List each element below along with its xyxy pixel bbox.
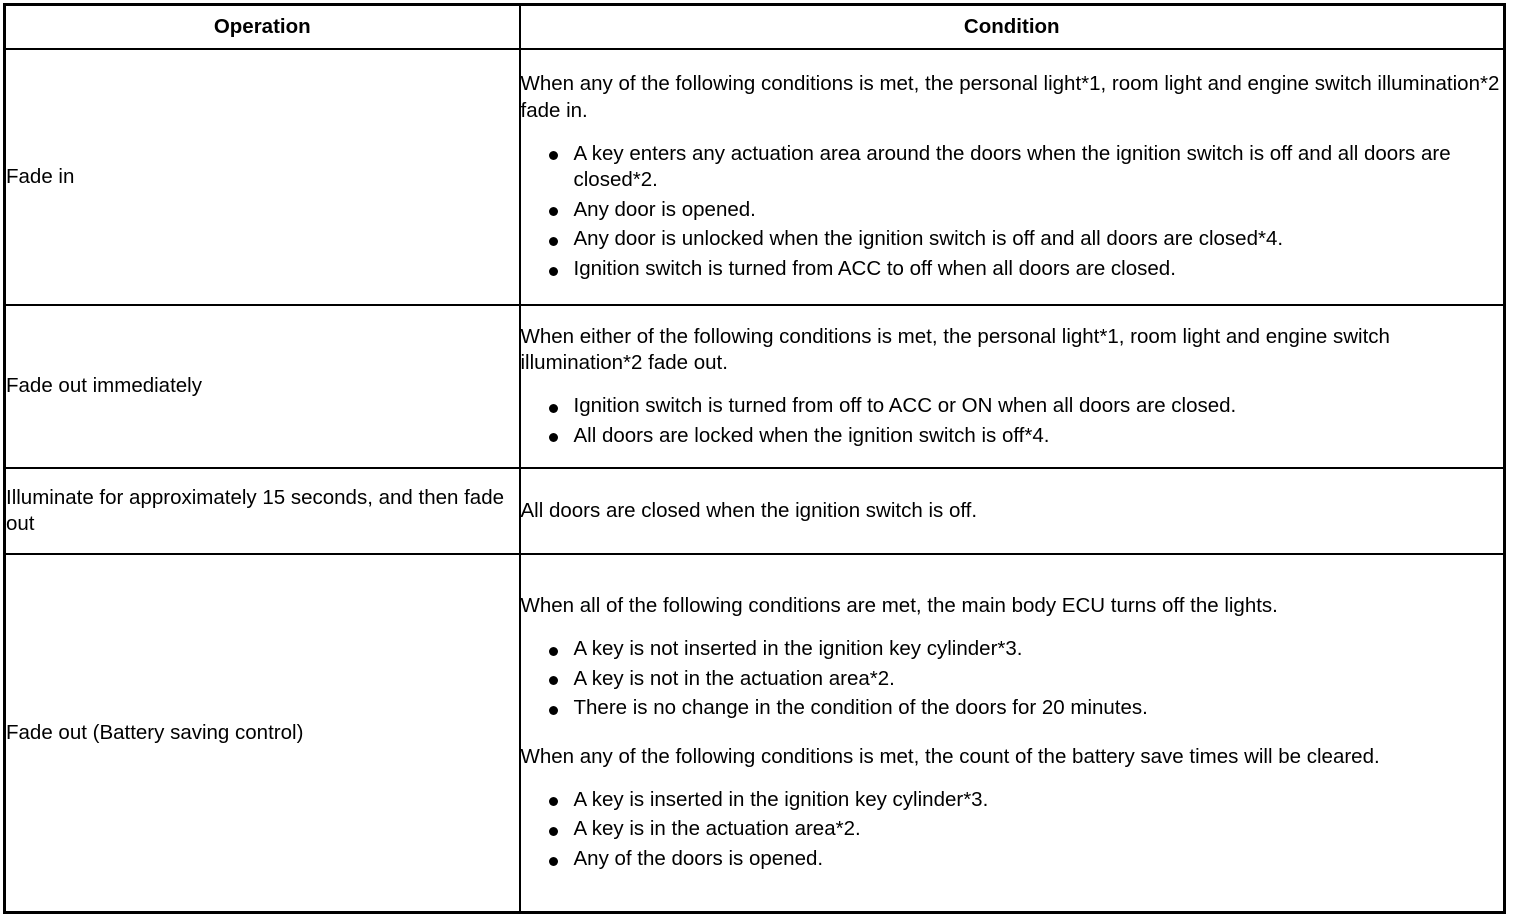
condition-bullet-list: Ignition switch is turned from off to AC… <box>521 393 1504 449</box>
list-item-text: A key is not in the actuation area*2. <box>573 666 895 690</box>
list-item-text: A key is in the actuation area*2. <box>573 817 861 841</box>
bullet-icon <box>548 646 558 656</box>
bullet-icon <box>548 266 558 276</box>
list-item: Any door is opened. <box>547 197 1504 224</box>
operation-cell: Fade in <box>3 48 521 306</box>
list-item: Ignition switch is turned from off to AC… <box>547 393 1504 420</box>
condition-intro-text-secondary: When any of the following conditions is … <box>520 745 1380 768</box>
operation-label: Illuminate for approximately 15 seconds,… <box>6 485 504 535</box>
bullet-icon <box>548 207 558 217</box>
table-row: Illuminate for approximately 15 seconds,… <box>3 467 1506 555</box>
spec-table-container: Operation Condition Fade in When any of … <box>3 3 1506 914</box>
list-item-text: Ignition switch is turned from off to AC… <box>573 394 1237 417</box>
condition-intro-text: All doors are closed when the ignition s… <box>520 498 978 522</box>
condition-intro-text: When all of the following conditions are… <box>520 594 1278 618</box>
header-row: Operation Condition <box>3 3 1506 50</box>
column-header-condition: Condition <box>518 3 1506 50</box>
table-header: Operation Condition <box>3 3 1506 50</box>
list-item-text: Any door is unlocked when the ignition s… <box>573 227 1284 251</box>
bullet-icon <box>548 403 558 413</box>
condition-cell: All doors are closed when the ignition s… <box>518 467 1506 555</box>
list-item: Any of the doors is opened. <box>547 846 1504 873</box>
bullet-icon <box>548 826 558 836</box>
list-item-text: There is no change in the condition of t… <box>573 696 1148 720</box>
operation-label: Fade in <box>6 164 75 188</box>
bullet-icon <box>548 151 558 161</box>
bullet-icon <box>548 856 558 866</box>
list-item-text: A key is inserted in the ignition key cy… <box>573 787 989 811</box>
condition-bullet-list-secondary: A key is inserted in the ignition key cy… <box>521 787 1504 873</box>
condition-cell: When either of the following conditions … <box>518 304 1506 469</box>
bullet-icon <box>548 433 558 443</box>
list-item: A key is not inserted in the ignition ke… <box>547 636 1504 663</box>
operation-cell: Illuminate for approximately 15 seconds,… <box>3 467 521 555</box>
bullet-icon <box>548 797 558 807</box>
list-item: A key enters any actuation area around t… <box>547 141 1504 194</box>
list-item-text: A key enters any actuation area around t… <box>573 141 1451 192</box>
bullet-icon <box>548 676 558 686</box>
operation-cell: Fade out immediately <box>3 304 521 469</box>
list-item: Ignition switch is turned from ACC to of… <box>547 256 1504 283</box>
operation-label: Fade out immediately <box>6 374 202 398</box>
operation-label: Fade out (Battery saving control) <box>6 720 304 744</box>
condition-cell: When any of the following conditions is … <box>518 48 1506 306</box>
list-item: There is no change in the condition of t… <box>547 695 1504 722</box>
condition-intro-text: When either of the following conditions … <box>520 324 1390 375</box>
list-item-text: A key is not inserted in the ignition ke… <box>573 637 1023 661</box>
list-item-text: Ignition switch is turned from ACC to of… <box>573 257 1176 281</box>
operation-cell: Fade out (Battery saving control) <box>3 553 521 914</box>
column-header-operation: Operation <box>3 3 521 50</box>
condition-bullet-list: A key is not inserted in the ignition ke… <box>521 636 1504 722</box>
condition-intro-text: When any of the following conditions is … <box>520 72 1500 122</box>
condition-bullet-list: A key enters any actuation area around t… <box>521 141 1504 283</box>
table-row: Fade in When any of the following condit… <box>3 48 1506 306</box>
list-item: A key is in the actuation area*2. <box>547 816 1504 843</box>
bullet-icon <box>548 237 558 247</box>
list-item: Any door is unlocked when the ignition s… <box>547 226 1504 253</box>
list-item-text: Any door is opened. <box>573 197 756 221</box>
condition-cell: When all of the following conditions are… <box>518 553 1506 914</box>
table-body: Fade in When any of the following condit… <box>3 48 1506 914</box>
table-row: Fade out (Battery saving control) When a… <box>3 553 1506 914</box>
operation-condition-table: Operation Condition Fade in When any of … <box>3 3 1506 914</box>
bullet-icon <box>548 706 558 716</box>
list-item: A key is not in the actuation area*2. <box>547 666 1504 693</box>
list-item: All doors are locked when the ignition s… <box>547 423 1504 450</box>
list-item-text: Any of the doors is opened. <box>573 846 824 870</box>
list-item-text: All doors are locked when the ignition s… <box>573 423 1050 447</box>
table-row: Fade out immediately When either of the … <box>3 304 1506 469</box>
list-item: A key is inserted in the ignition key cy… <box>547 787 1504 814</box>
